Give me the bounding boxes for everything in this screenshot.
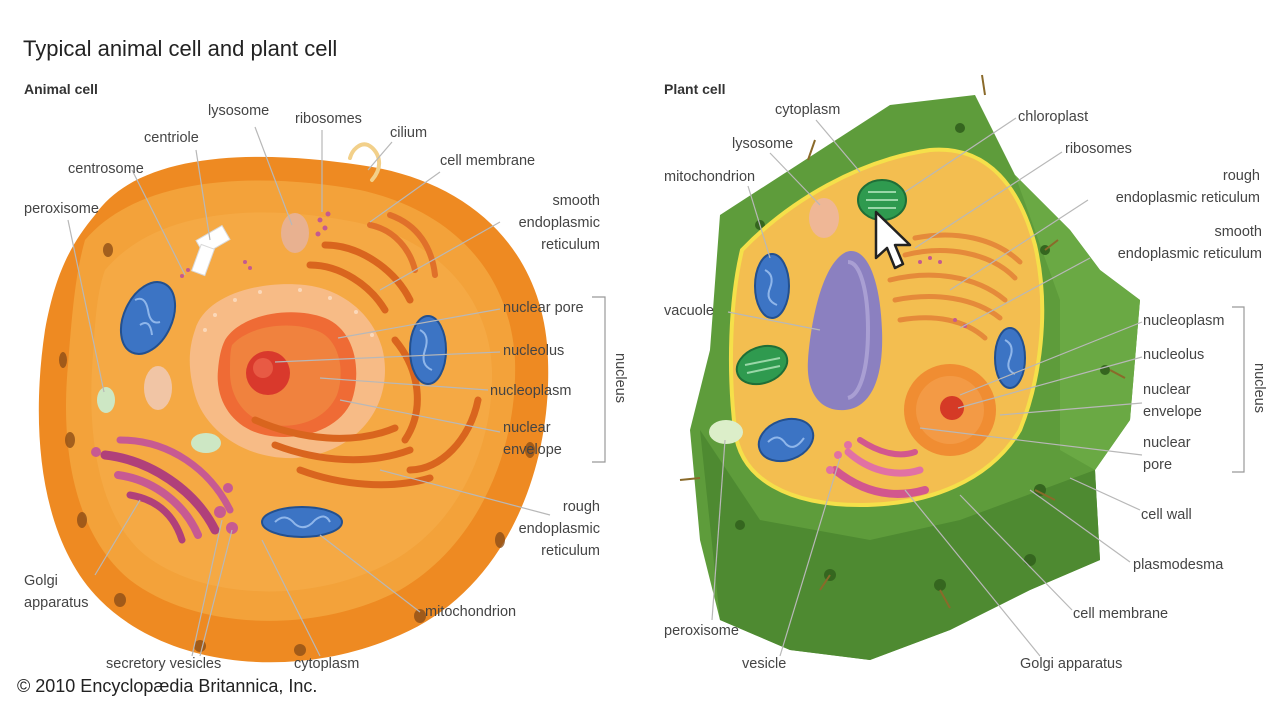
mouse-cursor-icon bbox=[874, 210, 912, 270]
animal-label-peroxisome: peroxisome bbox=[24, 201, 99, 217]
animal-label-mitochondrion: mitochondrion bbox=[425, 604, 517, 620]
animal-secretory-vesicles bbox=[91, 447, 238, 534]
animal-golgi bbox=[100, 436, 234, 544]
animal-peroxisome bbox=[97, 387, 115, 413]
plant-label-nucleoplasm: nucleoplasm bbox=[1143, 313, 1225, 329]
plant-nucleolus bbox=[940, 396, 964, 420]
page-title: Typical animal cell and plant cell bbox=[23, 36, 338, 61]
plant-cell-illustration bbox=[679, 74, 1140, 660]
plant-label-lysosome: lysosome bbox=[732, 136, 794, 152]
plant-label-rough-er: rough endoplasmic reticulum bbox=[1115, 168, 1260, 206]
plant-wall-strands bbox=[679, 74, 1126, 609]
animal-label-smooth-er: smooth endoplasmic reticulum bbox=[518, 193, 600, 253]
plant-label-plasmodesma: plasmodesma bbox=[1133, 557, 1224, 573]
plant-label-golgi: Golgi apparatus bbox=[1020, 656, 1123, 672]
animal-label-secretory-vesicles: secretory vesicles bbox=[106, 656, 222, 672]
plant-ribosomes bbox=[918, 256, 967, 328]
plant-golgi bbox=[831, 437, 929, 498]
animal-label-golgi: Golgi apparatus bbox=[24, 573, 89, 611]
plant-mitochondria bbox=[754, 253, 1026, 463]
plant-peroxisome bbox=[709, 420, 743, 444]
animal-label-nucleolus: nucleolus bbox=[503, 343, 565, 359]
plant-leader-lines bbox=[711, 117, 1143, 657]
animal-ribosomes bbox=[180, 211, 331, 278]
plant-rough-er bbox=[887, 232, 1023, 341]
plant-label-nucleus: nucleus bbox=[1250, 363, 1267, 413]
animal-lysosome bbox=[281, 213, 309, 253]
animal-smooth-er bbox=[367, 212, 438, 278]
animal-label-rough-er: rough endoplasmic reticulum bbox=[518, 499, 600, 559]
plant-label-cytoplasm: cytoplasm bbox=[775, 102, 841, 118]
plant-label-ribosomes: ribosomes bbox=[1065, 141, 1132, 157]
plant-vesicles bbox=[826, 441, 852, 474]
animal-label-cytoplasm: cytoplasm bbox=[294, 656, 360, 672]
plant-label-nuclear-envelope: nuclear envelope bbox=[1143, 382, 1202, 420]
plant-lysosome bbox=[809, 198, 839, 238]
animal-rough-er bbox=[251, 241, 482, 489]
plant-label-vacuole: vacuole bbox=[664, 303, 714, 319]
plant-label-cell-wall: cell wall bbox=[1141, 507, 1192, 523]
plant-label-mitochondrion: mitochondrion bbox=[664, 169, 756, 185]
plant-label-smooth-er: smooth endoplasmic reticulum bbox=[1117, 224, 1262, 262]
plant-chloroplasts bbox=[735, 179, 907, 386]
animal-label-lysosome: lysosome bbox=[208, 103, 270, 119]
animal-lysosome-2 bbox=[144, 366, 172, 410]
plant-cell-subtitle: Plant cell bbox=[664, 81, 726, 97]
plant-label-peroxisome: peroxisome bbox=[664, 623, 739, 639]
animal-label-nucleus: nucleus bbox=[611, 353, 628, 403]
animal-mitochondria bbox=[119, 281, 447, 538]
animal-label-cell-membrane: cell membrane bbox=[440, 153, 536, 169]
animal-label-ribosomes: ribosomes bbox=[295, 111, 362, 127]
plant-label-nucleolus: nucleolus bbox=[1143, 347, 1205, 363]
animal-cell-subtitle: Animal cell bbox=[24, 81, 98, 97]
animal-label-nuclear-envelope: nuclear envelope bbox=[503, 420, 562, 458]
animal-label-nuclear-pore: nuclear pore bbox=[503, 300, 584, 316]
animal-label-cilium: cilium bbox=[390, 125, 428, 141]
animal-label-centriole: centriole bbox=[144, 130, 199, 146]
plant-label-cell-membrane: cell membrane bbox=[1073, 606, 1169, 622]
animal-cell-illustration bbox=[38, 142, 549, 663]
animal-nucleus-bracket bbox=[592, 296, 606, 463]
animal-label-nucleoplasm: nucleoplasm bbox=[490, 383, 572, 399]
copyright-notice: © 2010 Encyclopædia Britannica, Inc. bbox=[17, 676, 318, 696]
animal-leader-lines bbox=[67, 126, 551, 657]
animal-cilium bbox=[348, 142, 382, 182]
plant-label-chloroplast: chloroplast bbox=[1018, 109, 1089, 125]
plant-label-nuclear-pore: nuclear pore bbox=[1143, 435, 1191, 473]
plant-nucleus-bracket bbox=[1232, 306, 1245, 473]
animal-label-centrosome: centrosome bbox=[68, 161, 144, 177]
plant-label-vesicle: vesicle bbox=[742, 656, 787, 672]
